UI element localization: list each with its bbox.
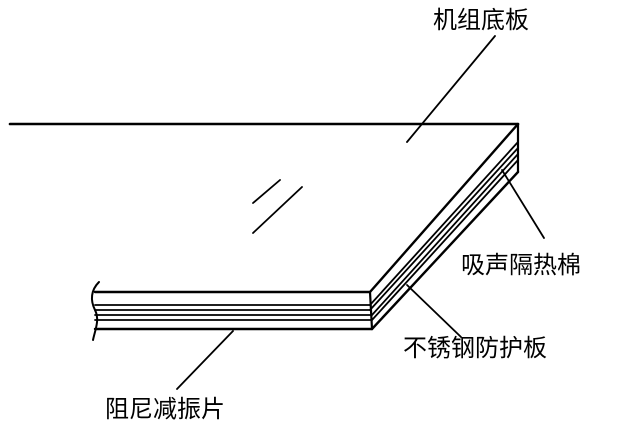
layer-diagonal xyxy=(370,170,520,331)
layer-diagonal xyxy=(369,147,519,311)
surface-hatch-mark xyxy=(252,186,303,234)
panel-front-corner xyxy=(368,290,374,331)
label-stainless-plate: 不锈钢防护板 xyxy=(403,334,547,362)
layer-diagonal xyxy=(369,141,519,306)
leader-base-plate xyxy=(406,35,496,143)
leader-stainless-plate xyxy=(406,284,462,338)
label-damping-sheet: 阻尼减振片 xyxy=(105,395,225,423)
label-base-plate: 机组底板 xyxy=(433,6,529,34)
surface-hatch-mark xyxy=(252,179,281,204)
leader-damping-sheet xyxy=(176,330,234,390)
break-line xyxy=(90,281,100,341)
layer-diagonal xyxy=(368,122,520,294)
layer-diagonal xyxy=(371,159,519,321)
layer-diagonal xyxy=(371,153,519,316)
label-insulation-cotton: 吸声隔热棉 xyxy=(461,251,581,279)
leader-insulation-cotton xyxy=(501,169,545,239)
